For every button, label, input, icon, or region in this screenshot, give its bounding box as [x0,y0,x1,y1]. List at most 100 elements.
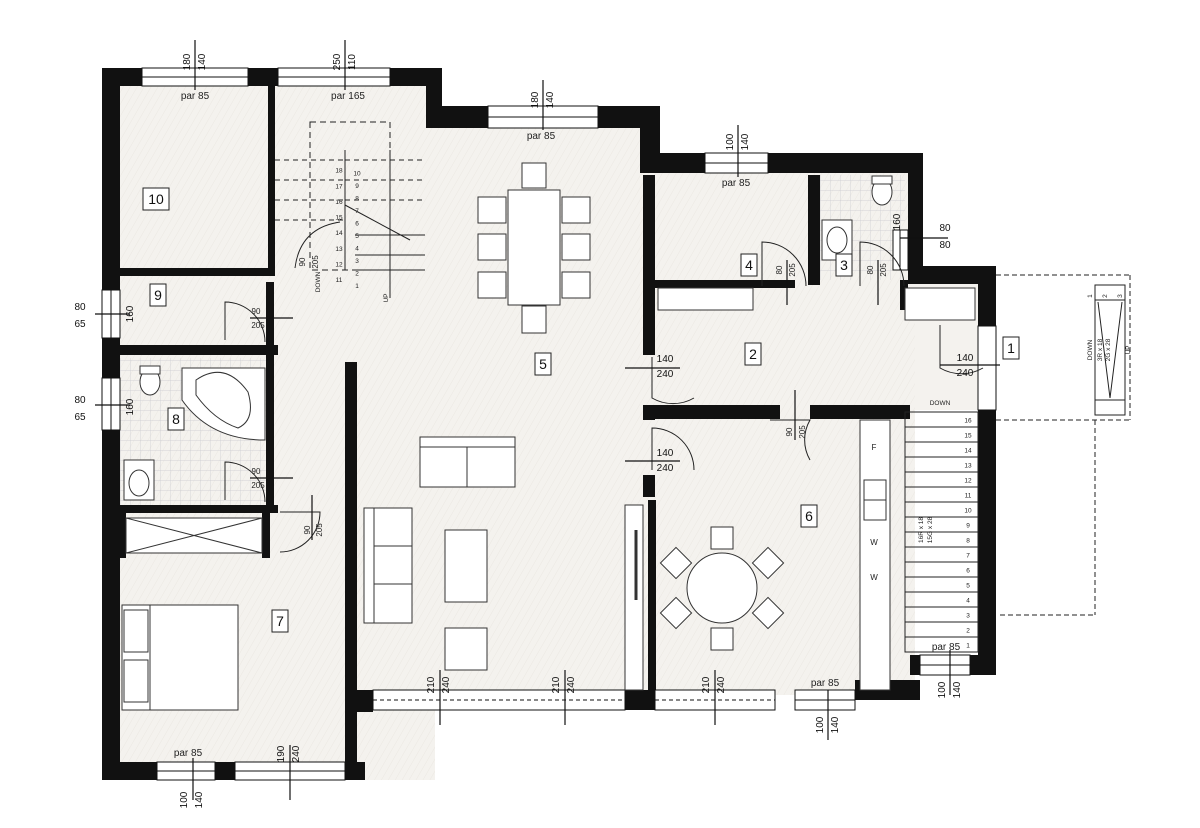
room-label-6: 6 [800,504,818,528]
svg-text:par 85: par 85 [181,91,210,102]
svg-text:160: 160 [125,398,136,415]
stair-step-number: 8 [966,538,970,545]
dining-chair [521,162,547,189]
dining-table [507,189,561,306]
appliance-fridge-label: F [872,443,877,452]
room-label-2: 2 [744,342,762,366]
main-stair-direction: DOWN [930,400,951,407]
svg-text:180: 180 [530,91,541,108]
svg-text:140: 140 [740,133,751,150]
svg-text:140: 140 [830,716,841,733]
stair-step-number: 4 [355,246,359,253]
dining-chair [477,271,507,299]
svg-text:80: 80 [74,395,86,406]
svg-text:10: 10 [148,191,164,207]
door-dimension-texts: 90 205 90 205 90 205 90 205 90 205 80 20… [251,255,888,537]
entry-stair-up: UP [1125,345,1132,354]
main-stair-note-2: 15G x 28 [927,516,934,543]
svg-text:240: 240 [716,676,727,693]
svg-text:6: 6 [805,508,813,524]
upper-stair-direction: DOWN [315,271,322,292]
dining-chair [521,305,547,334]
svg-text:140: 140 [194,791,205,808]
corner-bathtub [181,367,266,441]
room-label-1: 1 [1002,336,1020,360]
stair-step-number: 11 [965,493,972,500]
round-table [686,552,758,624]
room-label-9: 9 [149,283,167,307]
stair-step-number: 3 [355,258,359,265]
stair-step-number: 7 [966,553,970,560]
stair-step-number: 9 [966,523,970,530]
stair-step-number: 6 [355,221,359,228]
stair-step-number: 2 [966,628,970,635]
appliance-washer-label: W [870,538,878,547]
svg-text:240: 240 [441,676,452,693]
svg-text:3: 3 [840,257,848,273]
svg-text:140: 140 [657,354,674,365]
svg-text:80: 80 [939,223,951,234]
svg-text:240: 240 [957,368,974,379]
svg-text:4: 4 [745,257,753,273]
dining-chair [477,233,507,261]
chair [444,627,488,671]
stair-step-number: 7 [355,208,359,215]
stair-step-number: 8 [355,196,359,203]
stair-step-number: 18 [335,168,343,175]
svg-text:1: 1 [1007,340,1015,356]
dining-chair [477,196,507,224]
svg-text:90: 90 [252,467,261,476]
stair-step-number: 10 [353,171,361,178]
svg-text:160: 160 [125,305,136,322]
coffee-table [444,529,488,603]
stair-step-number: 1 [1087,294,1094,298]
svg-text:140: 140 [657,448,674,459]
svg-text:65: 65 [74,412,86,423]
svg-text:100: 100 [179,791,190,808]
svg-text:100: 100 [815,716,826,733]
sofa [363,507,413,624]
svg-text:140: 140 [952,681,963,698]
stair-step-number: 4 [966,598,970,605]
stair-step-number: 17 [335,183,343,190]
svg-text:80: 80 [775,265,784,274]
dimension-texts: 180 140 250 110 180 140 100 140 80 80 80… [74,53,973,808]
stair-step-number: 3 [966,613,970,620]
room-label-7: 7 [271,609,289,633]
doors [224,241,984,553]
small-window-labels: 160 160 160 [125,213,903,415]
stair-step-number: 9 [355,183,359,190]
svg-text:par 85: par 85 [527,131,556,142]
svg-text:240: 240 [291,745,302,762]
svg-text:par 85: par 85 [722,178,751,189]
stair-step-number: 15 [335,215,343,222]
stair-step-number: 11 [336,277,343,284]
room-labels: 1 2 3 4 5 6 7 8 9 10 [142,187,1020,633]
entry-stair-note-2: 2G x 28 [1105,338,1112,361]
svg-text:205: 205 [798,425,807,439]
svg-text:65: 65 [74,319,86,330]
room-label-4: 4 [740,253,758,277]
stair-step-number: 6 [966,568,970,575]
upper-stair-up: UP [383,293,390,302]
upper-staircase [275,121,425,298]
svg-text:250: 250 [332,53,343,70]
svg-text:100: 100 [937,681,948,698]
svg-text:140: 140 [197,53,208,70]
svg-text:5: 5 [539,356,547,372]
stair-step-number: 3 [1117,294,1124,298]
svg-text:80: 80 [939,240,951,251]
stair-step-number: 10 [964,508,972,515]
svg-text:140: 140 [545,91,556,108]
svg-text:240: 240 [566,676,577,693]
svg-text:90: 90 [785,427,794,436]
stair-step-number: 14 [964,448,972,455]
stair-step-number: 2 [1102,294,1109,298]
dining-chair [561,233,591,261]
dimension-lines [95,40,1000,800]
svg-text:par 85: par 85 [932,642,961,653]
svg-text:90: 90 [298,257,307,266]
stair-step-number: 12 [964,478,972,485]
